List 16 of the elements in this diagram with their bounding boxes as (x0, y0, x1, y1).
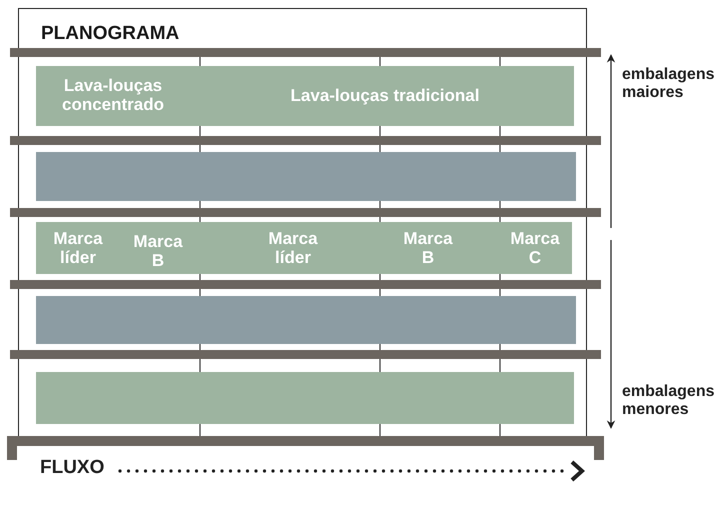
product-band (36, 296, 576, 344)
product-label: Marca B (132, 232, 184, 270)
product-label: Marca C (509, 229, 561, 267)
direction-label: embalagens menores (622, 383, 716, 419)
product-label: Marca B (402, 229, 454, 267)
product-band (36, 222, 572, 274)
product-band (36, 66, 574, 126)
direction-label: embalagens maiores (622, 66, 716, 102)
product-band (36, 152, 576, 201)
flow-label: FLUXO (40, 459, 104, 477)
product-label: Lava-louças concentrado (60, 76, 166, 114)
product-label: Marca líder (52, 229, 104, 267)
title: PLANOGRAMA (41, 23, 180, 45)
product-label: Marca líder (267, 229, 319, 267)
product-band (36, 372, 574, 424)
product-label: Lava-louças tradicional (290, 86, 480, 105)
